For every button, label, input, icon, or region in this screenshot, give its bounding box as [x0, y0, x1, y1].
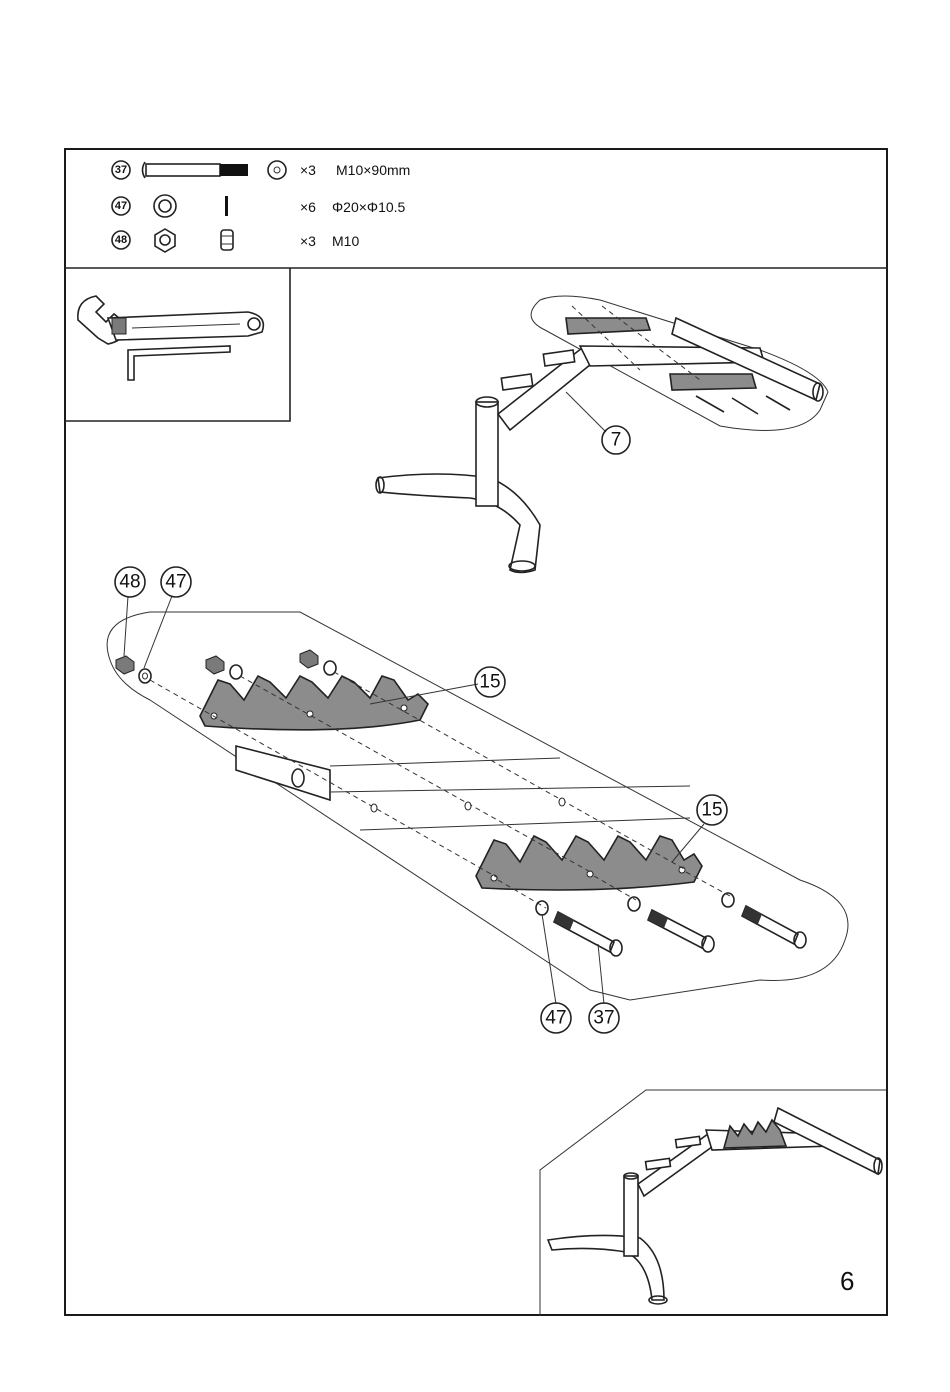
- allen-key-icon: [128, 346, 230, 380]
- step-number: 6: [840, 1266, 854, 1296]
- hardware-row-washer: 47 ×6 Φ20×Φ10.5: [112, 195, 406, 217]
- bolt-1: [554, 912, 622, 956]
- qty-47: ×6: [300, 199, 316, 215]
- nut-side-icon: [221, 230, 233, 250]
- washer-small-icon: [268, 161, 286, 179]
- result-box: 6: [540, 1090, 886, 1316]
- washer-side-icon: [225, 196, 228, 216]
- spec-48: M10: [332, 233, 359, 249]
- bolt-icon: [143, 162, 249, 178]
- callout-15-upper: 15: [479, 672, 500, 693]
- qty-37: ×3: [300, 162, 316, 178]
- upper-nut-1: [116, 656, 134, 674]
- part-number-48: 48: [115, 234, 127, 246]
- callout-47-top: 47: [165, 572, 186, 593]
- washer-icon: [154, 195, 176, 217]
- bolt-2: [648, 910, 714, 952]
- hardware-row-bolt: 37 ×3 M10×90mm: [112, 161, 410, 179]
- callout-48: 48: [119, 572, 140, 593]
- qty-48: ×3: [300, 233, 316, 249]
- callout-37: 37: [593, 1008, 614, 1029]
- part-number-47: 47: [115, 200, 127, 212]
- spec-47: Φ20×Φ10.5: [332, 199, 406, 215]
- overview-assembly: 7: [376, 296, 828, 573]
- exploded-detail: 48 47 15 15 47 37: [107, 567, 848, 1033]
- upper-washer-1: [139, 669, 151, 683]
- spec-37: M10×90mm: [336, 162, 410, 178]
- callout-7: 7: [611, 430, 622, 451]
- bolt-3: [742, 906, 806, 948]
- tools-box: [64, 268, 290, 421]
- adjustable-wrench-icon: [78, 296, 264, 344]
- callout-47-bottom: 47: [545, 1008, 566, 1029]
- hardware-row-nut: 48 ×3 M10: [112, 229, 359, 252]
- nut-icon: [155, 229, 175, 252]
- part-number-37: 37: [115, 164, 127, 176]
- callout-15-lower: 15: [701, 800, 722, 821]
